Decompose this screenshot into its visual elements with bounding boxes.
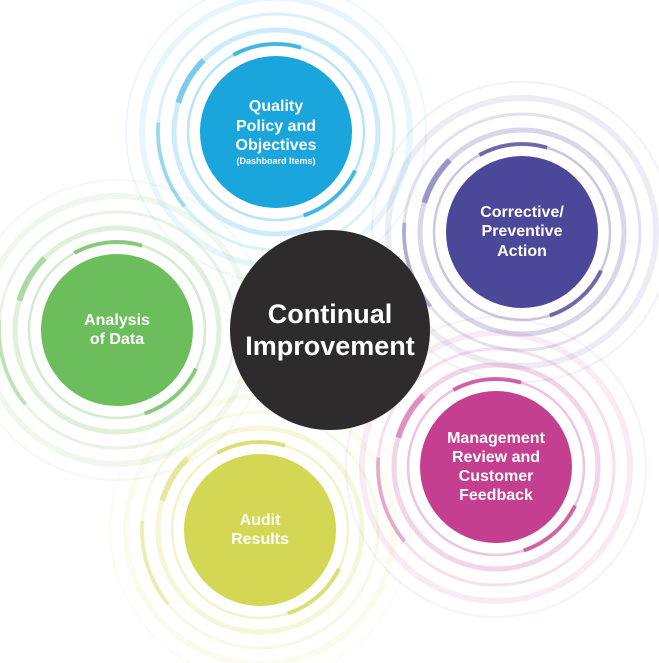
- analysis-of-data-ring-2: [12, 225, 222, 435]
- node-circles: [41, 56, 598, 606]
- audit-results-circle: [184, 454, 336, 606]
- corrective-preventive-ring-2: [417, 127, 627, 337]
- management-review-ring-2: [391, 362, 601, 572]
- audit-results-ring-2: [155, 425, 365, 635]
- audit-results-ring-3: [140, 410, 380, 650]
- analysis-of-data-circle: [41, 254, 193, 406]
- corrective-preventive-accent-arc-3: [402, 112, 642, 352]
- management-review-accent-arc-3: [376, 347, 616, 587]
- quality-policy-accent-arc-1: [186, 42, 366, 222]
- corrective-preventive-ring-4: [385, 95, 659, 369]
- management-review-ring-4: [359, 330, 633, 604]
- quality-policy-ring-2: [171, 27, 381, 237]
- corrective-preventive-circle: [446, 156, 598, 308]
- quality-policy-accent-arc-3: [156, 12, 396, 252]
- audit-results-accent-arc-3: [140, 410, 380, 650]
- management-review-ring-5: [345, 316, 647, 618]
- quality-policy-circle: [200, 56, 352, 208]
- management-review-accent-arc-1: [406, 377, 586, 557]
- center-circle: [230, 230, 430, 430]
- management-review-ring-3: [376, 347, 616, 587]
- corrective-preventive-ring-3: [402, 112, 642, 352]
- audit-results-accent-arc-1: [170, 440, 350, 620]
- corrective-preventive-ring-5: [371, 81, 659, 383]
- corrective-preventive-accent-arc-1: [432, 142, 612, 322]
- management-review-circle: [420, 391, 572, 543]
- analysis-of-data-accent-arc-1: [27, 240, 207, 420]
